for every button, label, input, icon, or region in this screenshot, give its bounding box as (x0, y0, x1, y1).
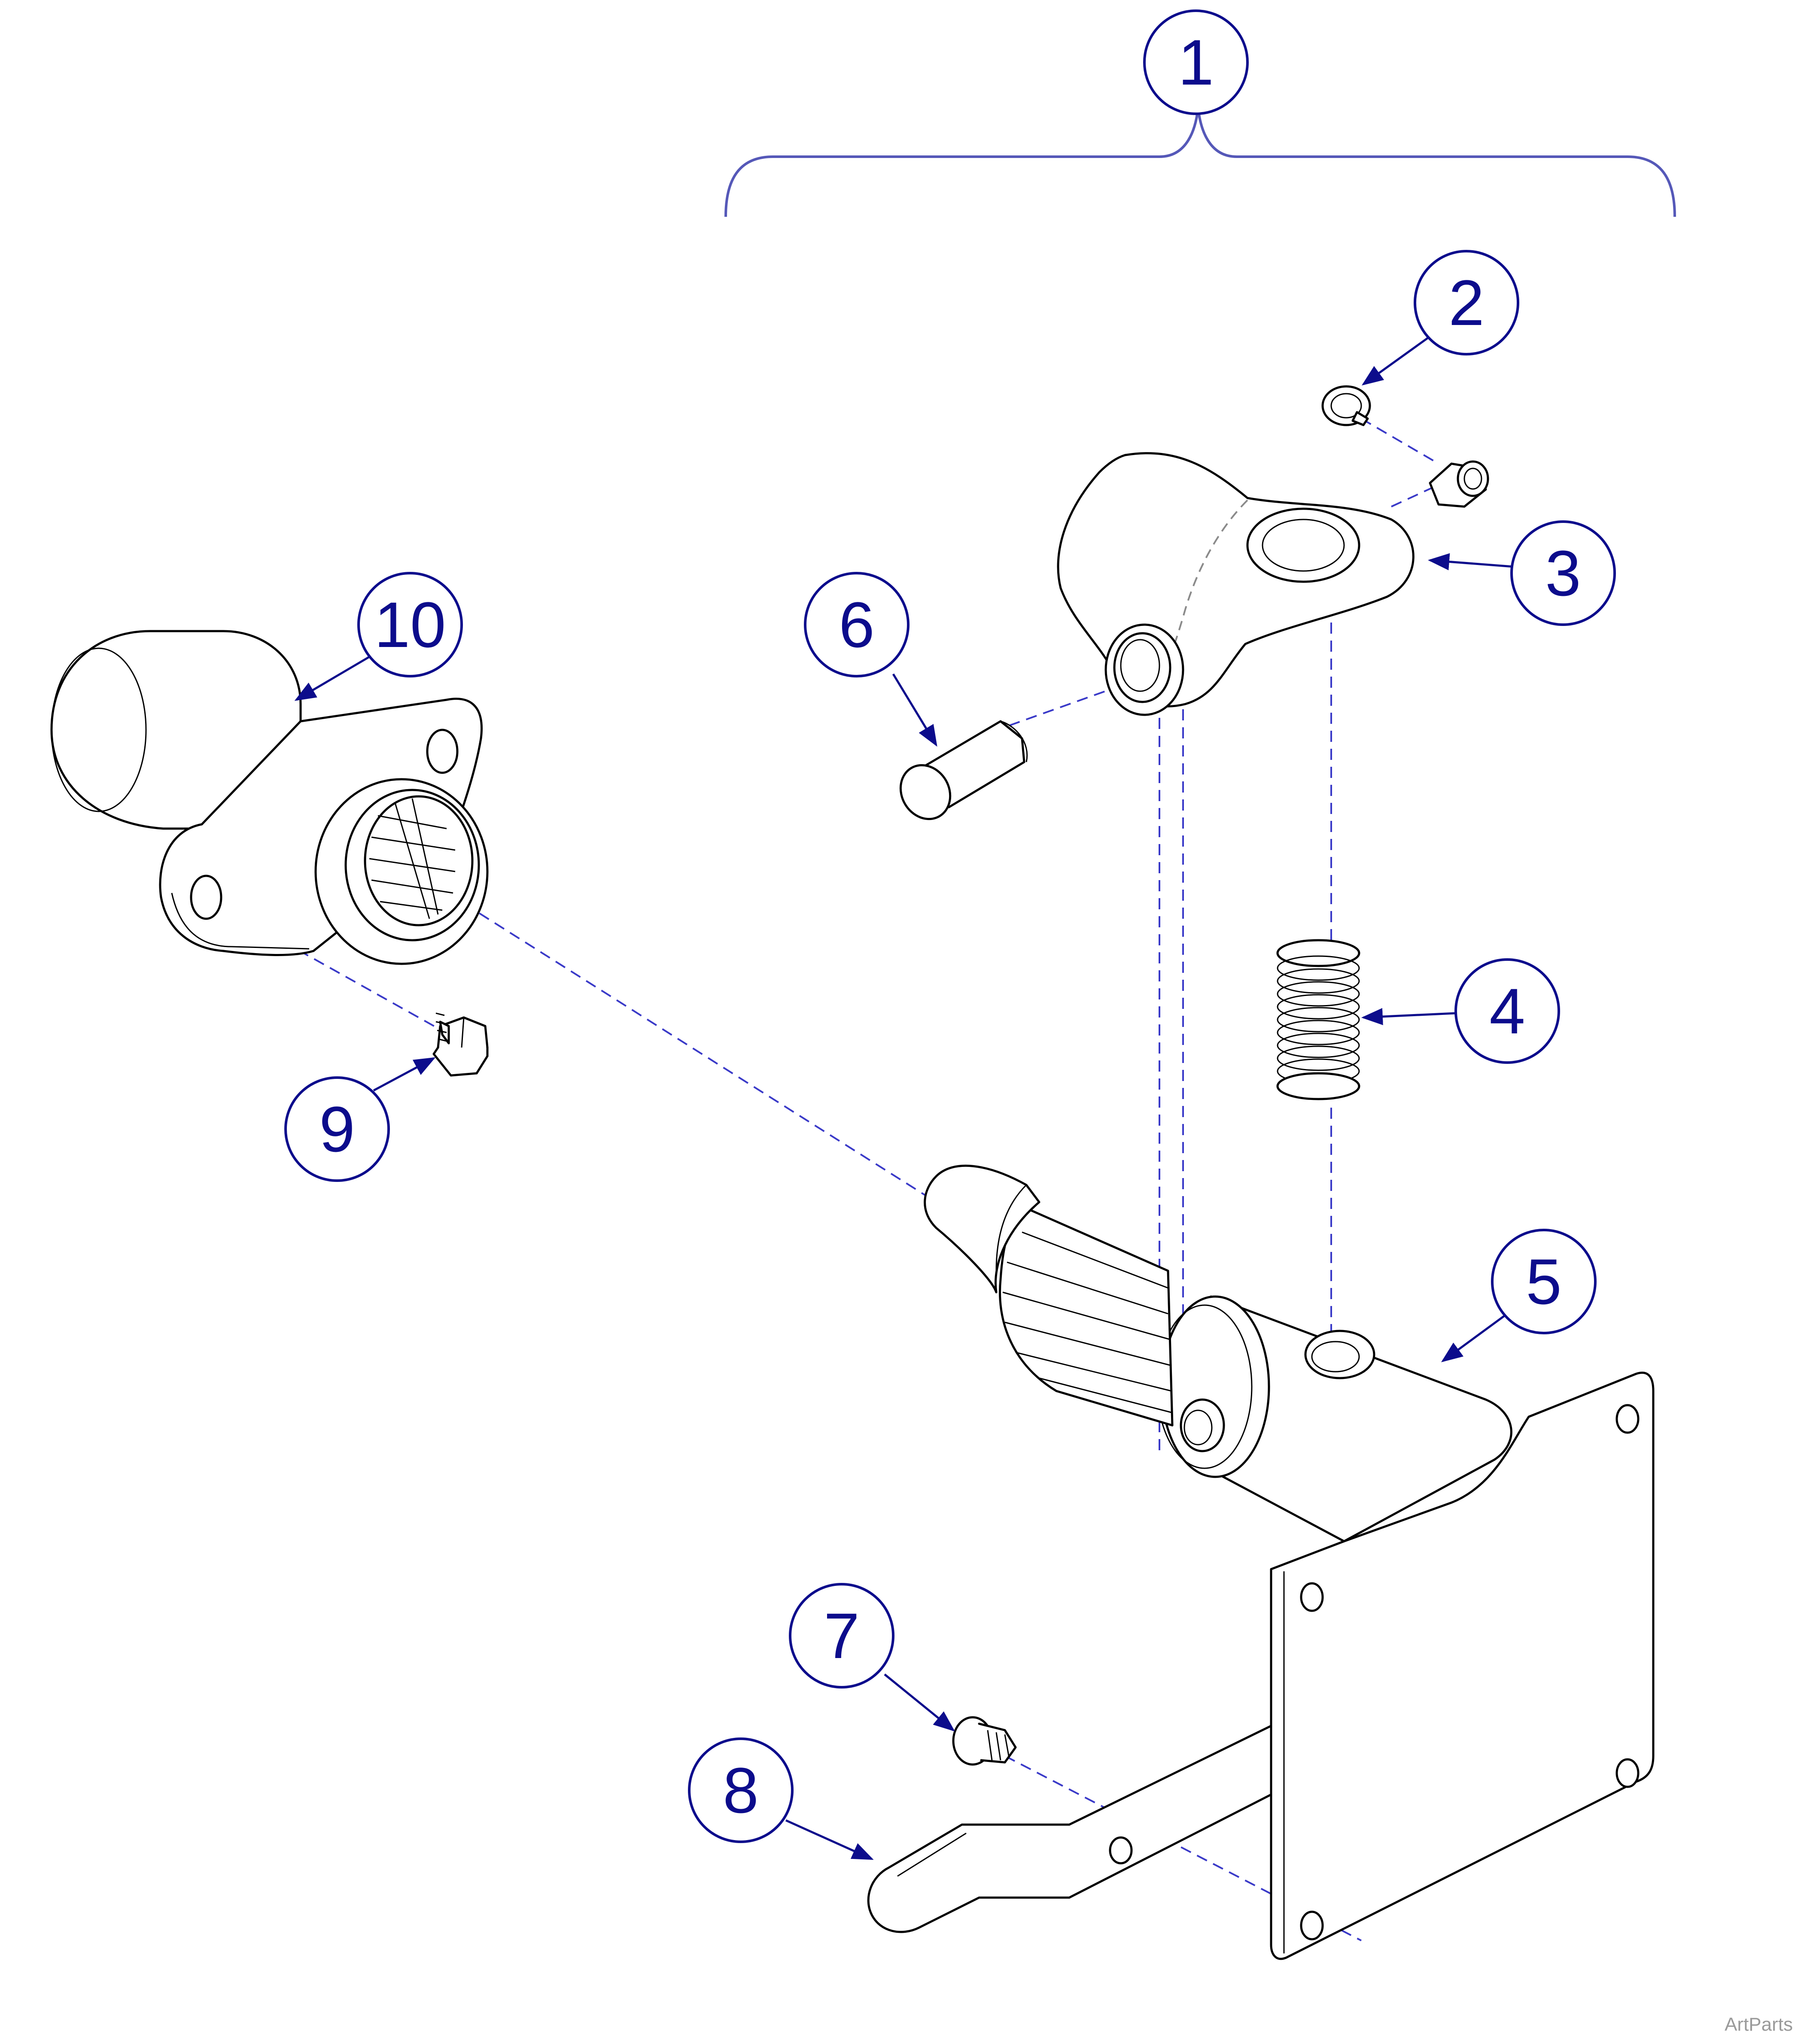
pedal-cam-part (1057, 452, 1415, 716)
callout-4: 4 (1454, 958, 1560, 1064)
watermark-label: ArtParts (1725, 2014, 1793, 2035)
clevis-pin-part (899, 720, 1028, 820)
svg-text:8: 8 (723, 1754, 758, 1826)
callout-3: 3 (1510, 520, 1616, 626)
callout-8: 8 (688, 1737, 794, 1843)
svg-text:7: 7 (824, 1600, 859, 1672)
callout-2: 2 (1414, 250, 1519, 355)
screw-part (952, 1716, 1017, 1766)
svg-text:5: 5 (1526, 1245, 1561, 1318)
small-pin-part (1429, 460, 1489, 508)
assembly-bracket (724, 107, 1676, 217)
callout-5: 5 (1491, 1229, 1597, 1334)
callout-7: 7 (789, 1583, 894, 1689)
svg-text:1: 1 (1178, 26, 1214, 98)
callout-10: 10 (357, 572, 463, 677)
compression-spring-part (1276, 939, 1360, 1100)
pedal-lever-part (867, 1725, 1272, 1933)
svg-text:3: 3 (1545, 537, 1581, 609)
svg-text:6: 6 (839, 589, 874, 661)
callout-1: 1 (1143, 9, 1249, 115)
retaining-ring-part (1321, 385, 1371, 426)
callout-leaders (294, 334, 1514, 1860)
svg-text:10: 10 (374, 589, 446, 661)
svg-text:9: 9 (319, 1093, 355, 1165)
hex-bolt-part (432, 1012, 489, 1077)
shaft-and-plate-part (924, 1164, 1655, 1960)
callout-9: 9 (284, 1076, 390, 1182)
svg-text:2: 2 (1448, 267, 1484, 339)
splined-housing-part (50, 630, 489, 965)
svg-text:4: 4 (1489, 975, 1525, 1047)
callout-6: 6 (804, 572, 910, 677)
